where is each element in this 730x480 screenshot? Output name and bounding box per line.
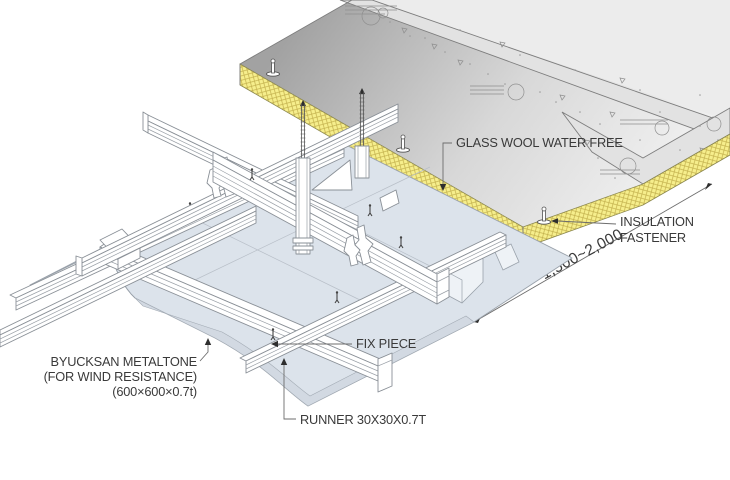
fix-screw bbox=[249, 168, 404, 249]
channel-clip bbox=[379, 189, 400, 212]
arrow-icon bbox=[271, 340, 278, 348]
annotations: GLASS WOOL WATER FREE INSULATION FASTENE… bbox=[44, 135, 694, 427]
fix-piece-callout: FIX PIECE bbox=[271, 336, 416, 351]
slab-insulation-assembly bbox=[239, 0, 730, 249]
channel-end-cap bbox=[436, 267, 450, 305]
insulation-fastener-pin bbox=[266, 58, 280, 77]
panel-callout: BYUCKSAN METALTONE (FOR WIND RESISTANCE)… bbox=[44, 338, 212, 399]
hanger-bracket bbox=[354, 145, 370, 179]
runner-callout: RUNNER 30X30X0.7T bbox=[280, 358, 427, 427]
support-bracket bbox=[311, 159, 353, 191]
concrete-texture bbox=[345, 5, 722, 179]
runner-end-cap bbox=[377, 352, 393, 393]
panel-label-1: BYUCKSAN METALTONE bbox=[51, 354, 197, 369]
panel-label-3: (600×600×0.7t) bbox=[112, 384, 197, 399]
arrow-icon bbox=[204, 338, 212, 345]
speckles bbox=[389, 21, 719, 179]
hanger-rod bbox=[300, 100, 306, 160]
fix-piece-label: FIX PIECE bbox=[356, 336, 416, 351]
dimension-tick-end bbox=[705, 183, 712, 190]
insulation-fastener-pin bbox=[537, 206, 551, 225]
hanger-bar bbox=[292, 157, 314, 255]
arrow-icon bbox=[439, 184, 447, 191]
insulation-fastener-label-2: FASTENER bbox=[620, 230, 686, 245]
metal-ceiling-panels bbox=[29, 140, 573, 407]
runner-beam bbox=[239, 231, 507, 374]
concrete-section-band bbox=[339, 0, 730, 143]
arrow-icon bbox=[551, 218, 558, 224]
arrow-icon bbox=[280, 358, 288, 365]
concrete-corner-section bbox=[561, 107, 730, 185]
hanger-rod bbox=[354, 88, 370, 179]
insulation-fastener-pin bbox=[396, 134, 410, 153]
glass-wool-label: GLASS WOOL WATER FREE bbox=[456, 135, 623, 150]
suspension-frame bbox=[0, 88, 450, 348]
insulation-fastener-callout: INSULATION FASTENER bbox=[551, 214, 694, 245]
carrying-channel bbox=[0, 205, 257, 348]
panel-label-2: (FOR WIND RESISTANCE) bbox=[44, 369, 197, 384]
wind-clip bbox=[343, 224, 374, 267]
insulation-fastener-label-1: INSULATION bbox=[620, 214, 694, 229]
runner-label: RUNNER 30X30X0.7T bbox=[300, 412, 426, 427]
glass-wool-callout: GLASS WOOL WATER FREE bbox=[439, 135, 623, 191]
